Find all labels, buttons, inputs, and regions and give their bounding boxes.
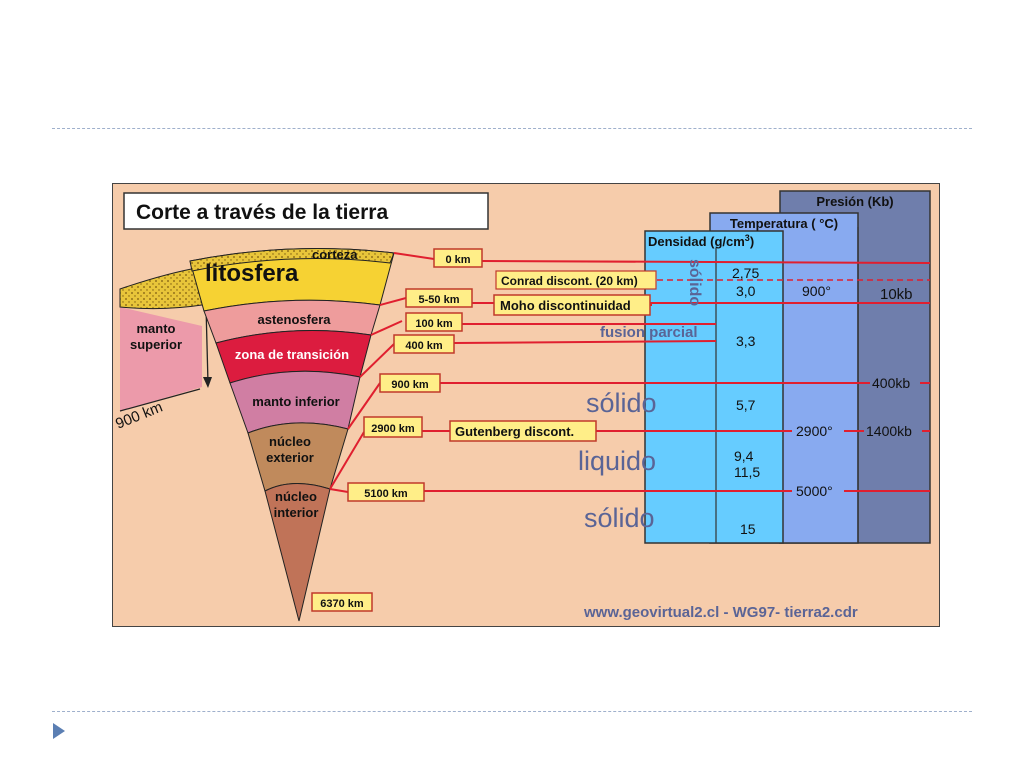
densidad-value: 9,4 <box>734 448 754 464</box>
svg-text:900 km: 900 km <box>391 379 429 391</box>
source-credit: www.geovirtual2.cl - WG97- tierra2.cdr <box>583 604 858 621</box>
gutenberg-box: Gutenberg discont. <box>449 420 597 442</box>
densidad-value: 3,0 <box>736 283 756 299</box>
triangle-bullet-icon[interactable] <box>52 722 66 740</box>
depth-0km-box: 0 km <box>433 248 483 268</box>
svg-text:Gutenberg discont.: Gutenberg discont. <box>455 424 574 439</box>
presion-value: 1400kb <box>866 423 912 439</box>
manto-superior-region <box>120 307 202 411</box>
svg-text:0 km: 0 km <box>445 254 470 266</box>
densidad-value: 2,75 <box>732 265 759 281</box>
presion-value: 10kb <box>880 286 913 303</box>
depth-900km-box: 900 km <box>379 373 441 393</box>
corteza-label: corteza <box>312 247 358 262</box>
litosfera-label: litosfera <box>205 260 299 287</box>
solido-vertical-label: sólido <box>686 259 703 306</box>
svg-text:Conrad discont. (20 km): Conrad discont. (20 km) <box>501 274 638 288</box>
line-400km <box>453 340 717 344</box>
temperatura-value: 900° <box>802 283 831 299</box>
top-divider <box>52 128 972 129</box>
astenosfera-label: astenosfera <box>258 312 332 327</box>
nucleo-interior-layer <box>264 482 331 622</box>
presion-header: Presión (Kb) <box>816 194 893 209</box>
nucleo-exterior-label-2: exterior <box>266 450 314 465</box>
solido-label-1: sólido <box>586 388 657 418</box>
depth-5-50km-box: 5-50 km <box>405 288 473 308</box>
manto-inferior-label: manto inferior <box>252 394 339 409</box>
temperatura-header: Temperatura ( °C) <box>730 216 838 231</box>
svg-text:5100 km: 5100 km <box>364 488 408 500</box>
temperatura-value: 5000° <box>796 483 833 499</box>
conrad-box: Conrad discont. (20 km) <box>495 270 657 290</box>
densidad-value: 3,3 <box>736 333 756 349</box>
nucleo-interior-label-2: interior <box>274 505 319 520</box>
line-0km-right <box>481 260 931 264</box>
svg-text:6370 km: 6370 km <box>320 598 364 610</box>
svg-text:2900 km: 2900 km <box>371 423 415 435</box>
svg-text:Moho discontinuidad: Moho discontinuidad <box>500 298 631 313</box>
presion-value: 400kb <box>872 375 910 391</box>
depth-100km-box: 100 km <box>405 312 463 332</box>
svg-text:100 km: 100 km <box>415 318 453 330</box>
depth-6370km-box: 6370 km <box>311 592 373 612</box>
line-0km <box>393 252 435 260</box>
earth-cross-section-diagram: Presión (Kb) Temperatura ( °C) Densidad … <box>112 183 940 627</box>
title-box <box>123 192 489 230</box>
densidad-value: 5,7 <box>736 397 756 413</box>
manto-superior-label-2: superior <box>130 337 182 352</box>
densidad-value: 15 <box>740 521 756 537</box>
densidad-header: Densidad (g/cm3) <box>648 233 754 249</box>
densidad-column <box>644 230 784 544</box>
liquido-label: liquido <box>578 446 656 476</box>
depth-5100km-box: 5100 km <box>347 482 425 502</box>
bottom-divider <box>52 711 972 712</box>
temperatura-value: 2900° <box>796 423 833 439</box>
nucleo-interior-label: núcleo <box>275 489 317 504</box>
zona-transicion-label: zona de transición <box>235 347 349 362</box>
manto-superior-label: manto <box>137 321 176 336</box>
svg-text:400 km: 400 km <box>405 340 443 352</box>
depth-2900km-box: 2900 km <box>363 416 423 438</box>
moho-box: Moho discontinuidad <box>493 294 651 316</box>
svg-text:5-50 km: 5-50 km <box>419 294 460 306</box>
corteza-layer <box>189 248 395 272</box>
diagram-title: Corte a través de la tierra <box>136 201 388 224</box>
nucleo-exterior-label: núcleo <box>269 434 311 449</box>
depth-400km-box: 400 km <box>393 334 455 354</box>
fusion-parcial-label: fusion parcial <box>600 324 698 341</box>
solido-label-2: sólido <box>584 503 655 533</box>
densidad-value: 11,5 <box>734 464 760 480</box>
